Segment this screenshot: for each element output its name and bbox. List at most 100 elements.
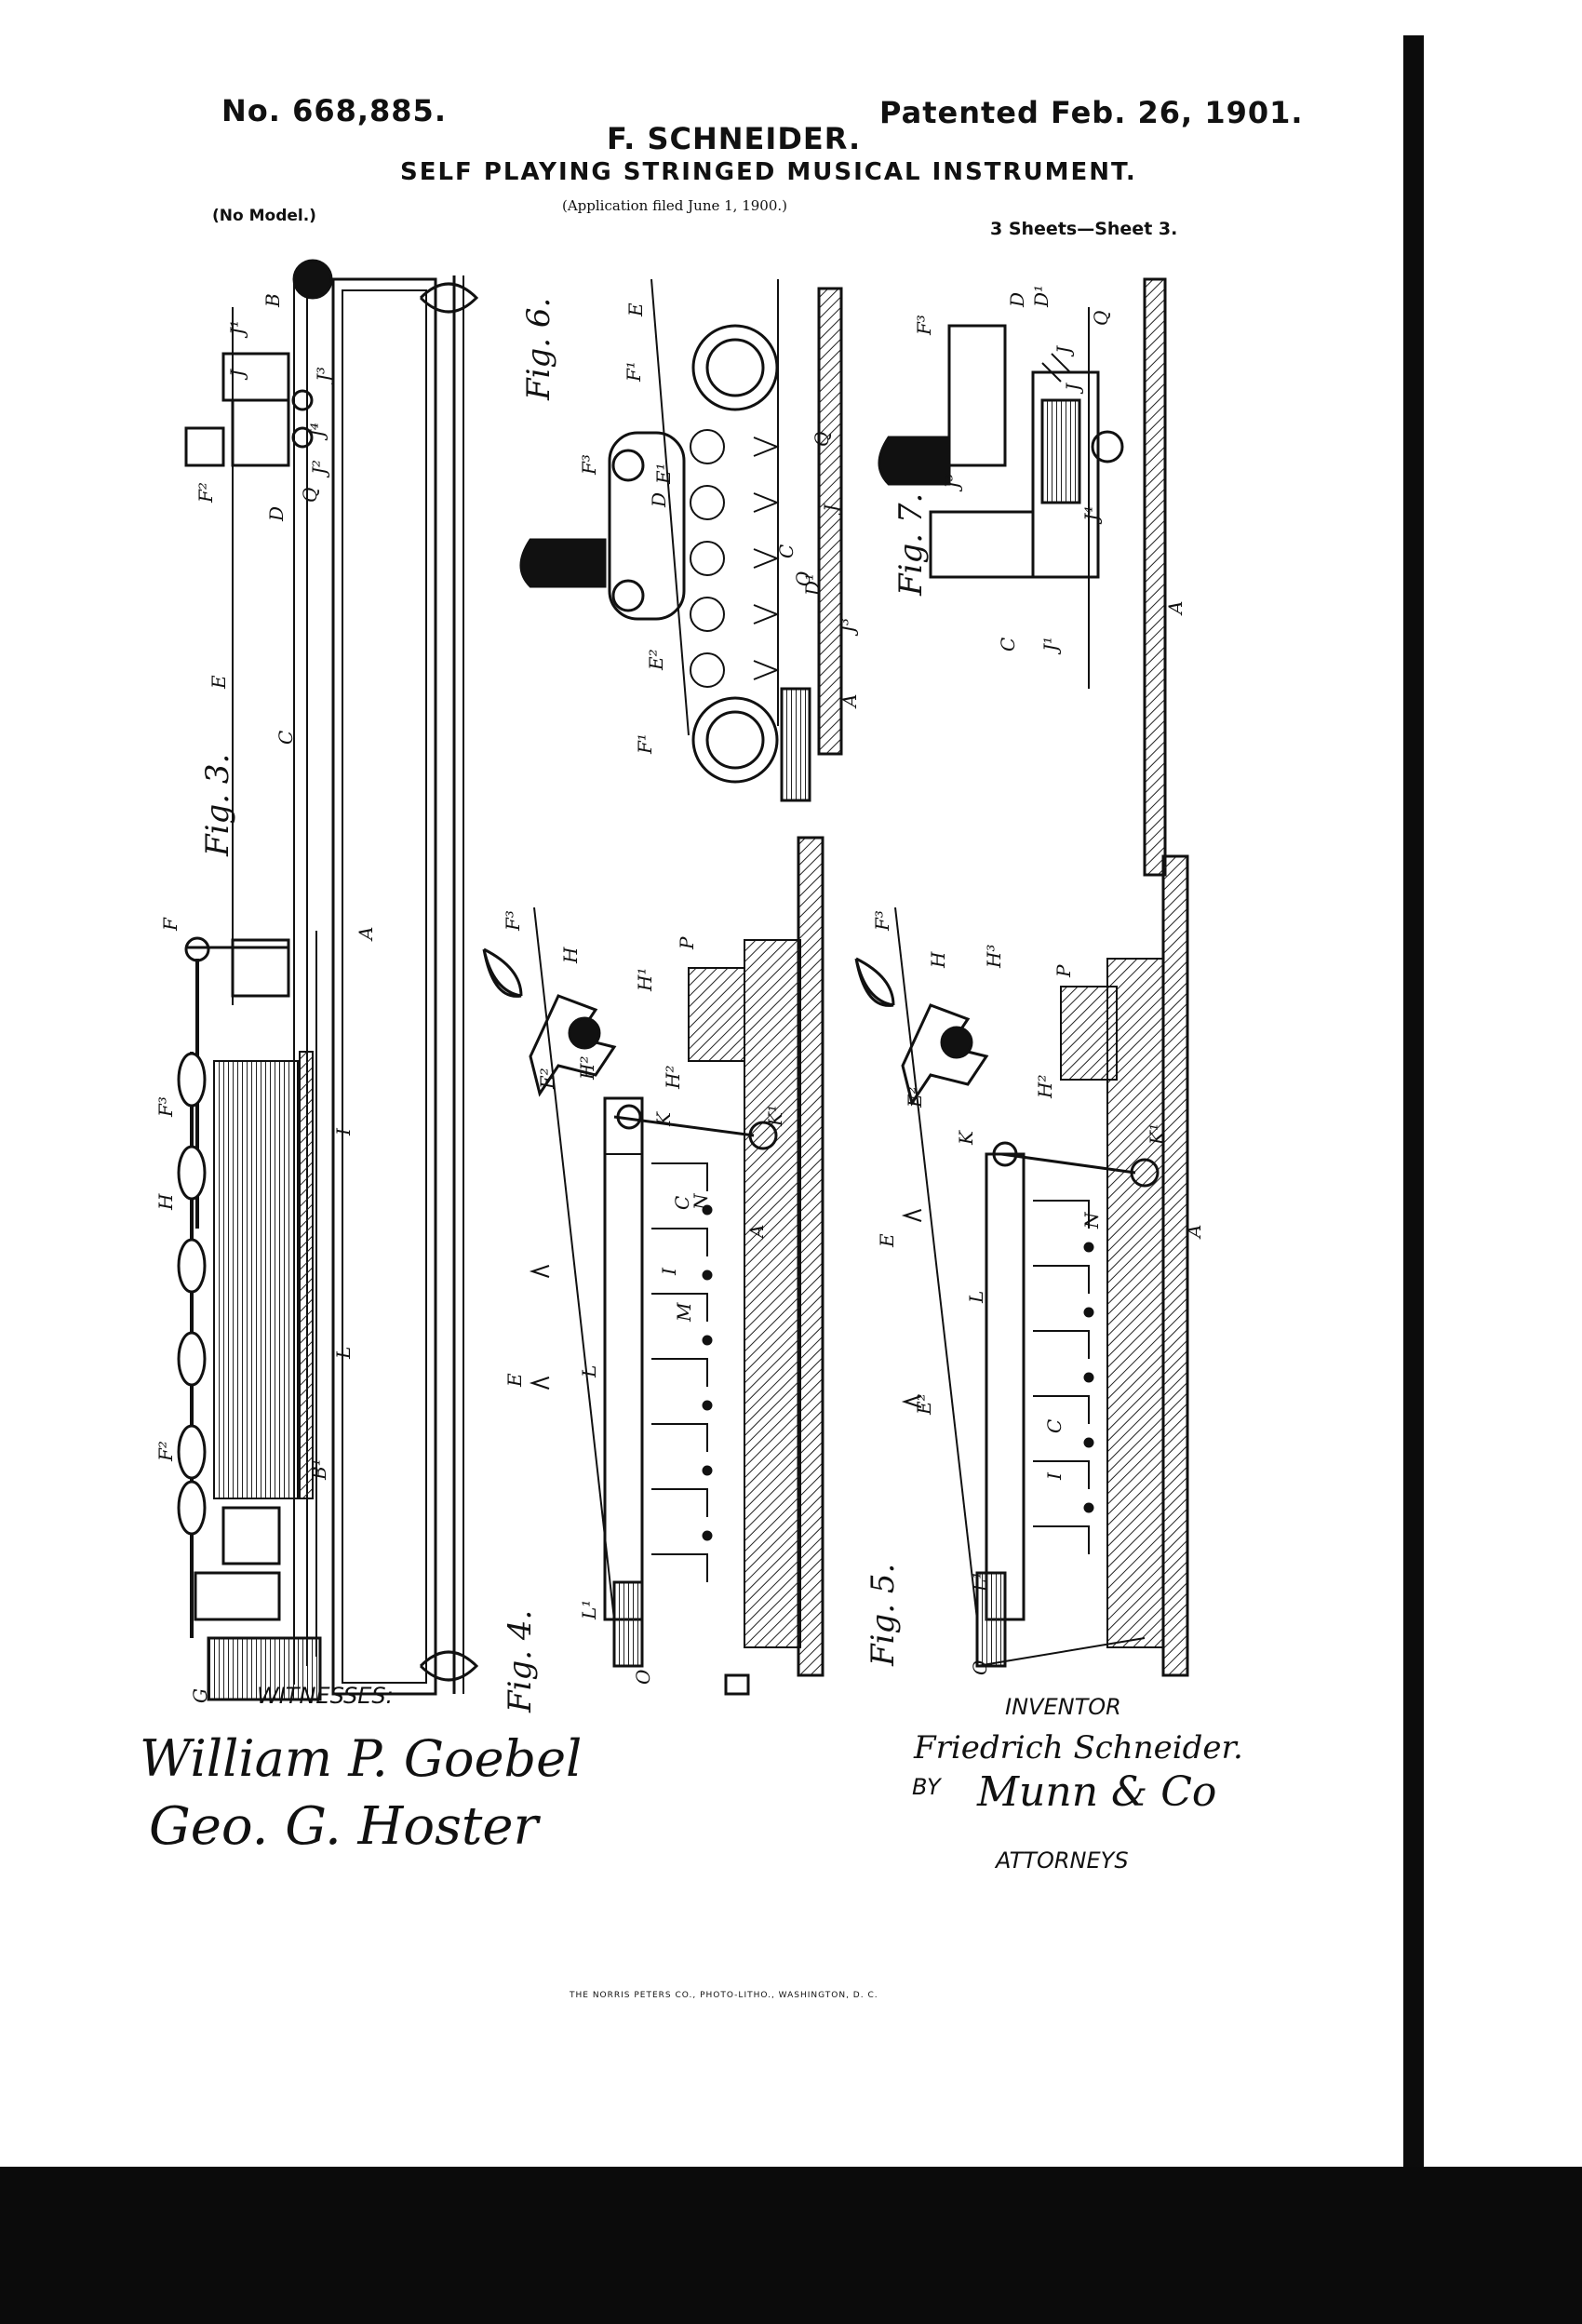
witness-signature-1: William P. Goebel — [140, 1729, 583, 1788]
figure-3-drawing — [177, 259, 479, 1701]
svg-text:L: L — [332, 1347, 355, 1360]
figure-3-labels: J¹ B J J³ J⁴ J² F² D Q E C F A F³ H I L … — [154, 293, 377, 1703]
svg-text:E²: E² — [536, 1068, 558, 1090]
patent-number: No. 668,885. — [221, 93, 447, 128]
svg-text:I: I — [658, 1267, 680, 1276]
svg-text:H²: H² — [1034, 1075, 1056, 1099]
svg-text:K: K — [652, 1111, 675, 1127]
svg-text:J³: J³ — [313, 367, 335, 385]
svg-text:F³: F³ — [502, 910, 524, 932]
figure-3-caption: Fig. 3. — [199, 754, 236, 857]
witnesses-label: WITNESSES: — [257, 1683, 394, 1709]
svg-text:K: K — [955, 1130, 977, 1146]
witness-signature-2: Geo. G. Hoster — [149, 1796, 539, 1857]
svg-text:J: J — [1062, 383, 1084, 395]
figure-6-drawing — [519, 278, 843, 802]
scan-edge-bottom — [0, 2167, 1582, 2324]
svg-text:E²: E² — [904, 1086, 926, 1108]
svg-text:J³: J³ — [837, 618, 859, 637]
figure-5-caption: Fig. 5. — [865, 1564, 902, 1667]
figure-5-labels: F³ H H³ P E² K H² K¹ N L C I A E E² L¹ O… — [865, 910, 1205, 1675]
svg-text:O: O — [969, 1660, 991, 1675]
svg-text:B¹: B¹ — [308, 1458, 330, 1481]
svg-text:K¹: K¹ — [764, 1105, 786, 1127]
svg-text:F¹: F¹ — [634, 733, 656, 755]
svg-text:K¹: K¹ — [1146, 1123, 1168, 1146]
patent-date: Patented Feb. 26, 1901. — [879, 95, 1304, 130]
svg-text:C: C — [671, 1196, 693, 1210]
svg-text:H: H — [559, 947, 582, 964]
svg-text:J: J — [820, 504, 842, 516]
svg-text:J: J — [226, 369, 248, 381]
svg-text:P: P — [1052, 964, 1075, 978]
svg-text:E: E — [876, 1233, 898, 1248]
svg-text:A: A — [1183, 1225, 1205, 1240]
svg-text:E: E — [503, 1373, 526, 1388]
svg-text:E: E — [624, 302, 647, 317]
figure-7-drawing — [878, 277, 1167, 877]
svg-text:O: O — [792, 571, 814, 586]
figure-4-caption: Fig. 4. — [502, 1610, 539, 1713]
svg-text:N: N — [690, 1192, 712, 1211]
svg-text:C: C — [275, 731, 297, 745]
svg-text:Q: Q — [299, 488, 321, 503]
svg-text:F²: F² — [154, 1441, 177, 1462]
svg-text:D¹: D¹ — [1030, 285, 1052, 308]
svg-text:E²: E² — [913, 1393, 935, 1416]
inventor-label: INVENTOR — [1005, 1694, 1121, 1720]
svg-text:H³: H³ — [983, 945, 1005, 969]
svg-text:F³: F³ — [578, 454, 600, 476]
svg-text:H¹: H¹ — [634, 968, 656, 992]
svg-text:I: I — [332, 1127, 355, 1136]
svg-text:J⁴: J⁴ — [1080, 506, 1103, 525]
svg-text:J³: J³ — [941, 474, 963, 492]
svg-text:F³: F³ — [913, 315, 935, 336]
svg-text:D¹: D¹ — [801, 573, 824, 597]
inventor-signature: Friedrich Schneider. — [914, 1729, 1243, 1767]
svg-text:L¹: L¹ — [578, 1600, 600, 1620]
figure-6-labels: E F¹ E¹ D F³ Q J C O D¹ J³ A F¹ E² Fig. … — [520, 298, 861, 755]
svg-text:L: L — [965, 1291, 987, 1304]
svg-text:H²: H² — [576, 1056, 598, 1081]
svg-text:A: A — [745, 1225, 768, 1240]
svg-text:L¹: L¹ — [969, 1572, 991, 1592]
svg-text:O: O — [632, 1670, 654, 1685]
svg-text:F³: F³ — [154, 1096, 177, 1118]
svg-text:N: N — [1080, 1211, 1103, 1229]
svg-text:J¹: J¹ — [1039, 637, 1062, 655]
figure-4-drawing — [482, 836, 825, 1696]
svg-text:C: C — [775, 544, 798, 558]
svg-text:A: A — [838, 694, 861, 709]
svg-text:Q: Q — [1090, 311, 1112, 326]
svg-text:P: P — [676, 936, 698, 950]
svg-text:G: G — [189, 1688, 211, 1703]
figure-7-labels: F³ D D¹ J J J³ J⁴ C J¹ A Q Fig. 7. — [892, 285, 1186, 655]
svg-text:B: B — [261, 293, 284, 308]
svg-text:A: A — [1164, 601, 1186, 616]
svg-text:F¹: F¹ — [623, 361, 645, 383]
inventor-name: F. SCHNEIDER. — [607, 121, 862, 156]
svg-text:H²: H² — [662, 1066, 684, 1090]
by-label: BY — [912, 1774, 941, 1800]
svg-text:Q: Q — [811, 432, 833, 447]
svg-text:C: C — [1043, 1419, 1066, 1433]
figure-6-caption: Fig. 6. — [520, 298, 557, 401]
svg-text:E¹: E¹ — [652, 463, 675, 485]
svg-text:I: I — [1043, 1471, 1066, 1481]
svg-text:H: H — [927, 951, 949, 969]
svg-text:M: M — [673, 1302, 695, 1323]
svg-text:D: D — [648, 492, 670, 508]
application-note: (Application filed June 1, 1900.) — [562, 197, 788, 214]
scan-edge-right — [1403, 35, 1424, 2185]
svg-text:A: A — [355, 927, 377, 942]
svg-text:C: C — [997, 638, 1019, 652]
svg-text:E: E — [208, 675, 230, 690]
model-note: (No Model.) — [212, 207, 316, 225]
svg-text:F²: F² — [194, 482, 217, 504]
svg-text:J⁴: J⁴ — [306, 423, 328, 441]
svg-text:D: D — [265, 506, 288, 522]
attorneys-label: ATTORNEYS — [996, 1847, 1129, 1874]
svg-text:J: J — [1052, 345, 1075, 357]
svg-text:J¹: J¹ — [226, 320, 248, 339]
